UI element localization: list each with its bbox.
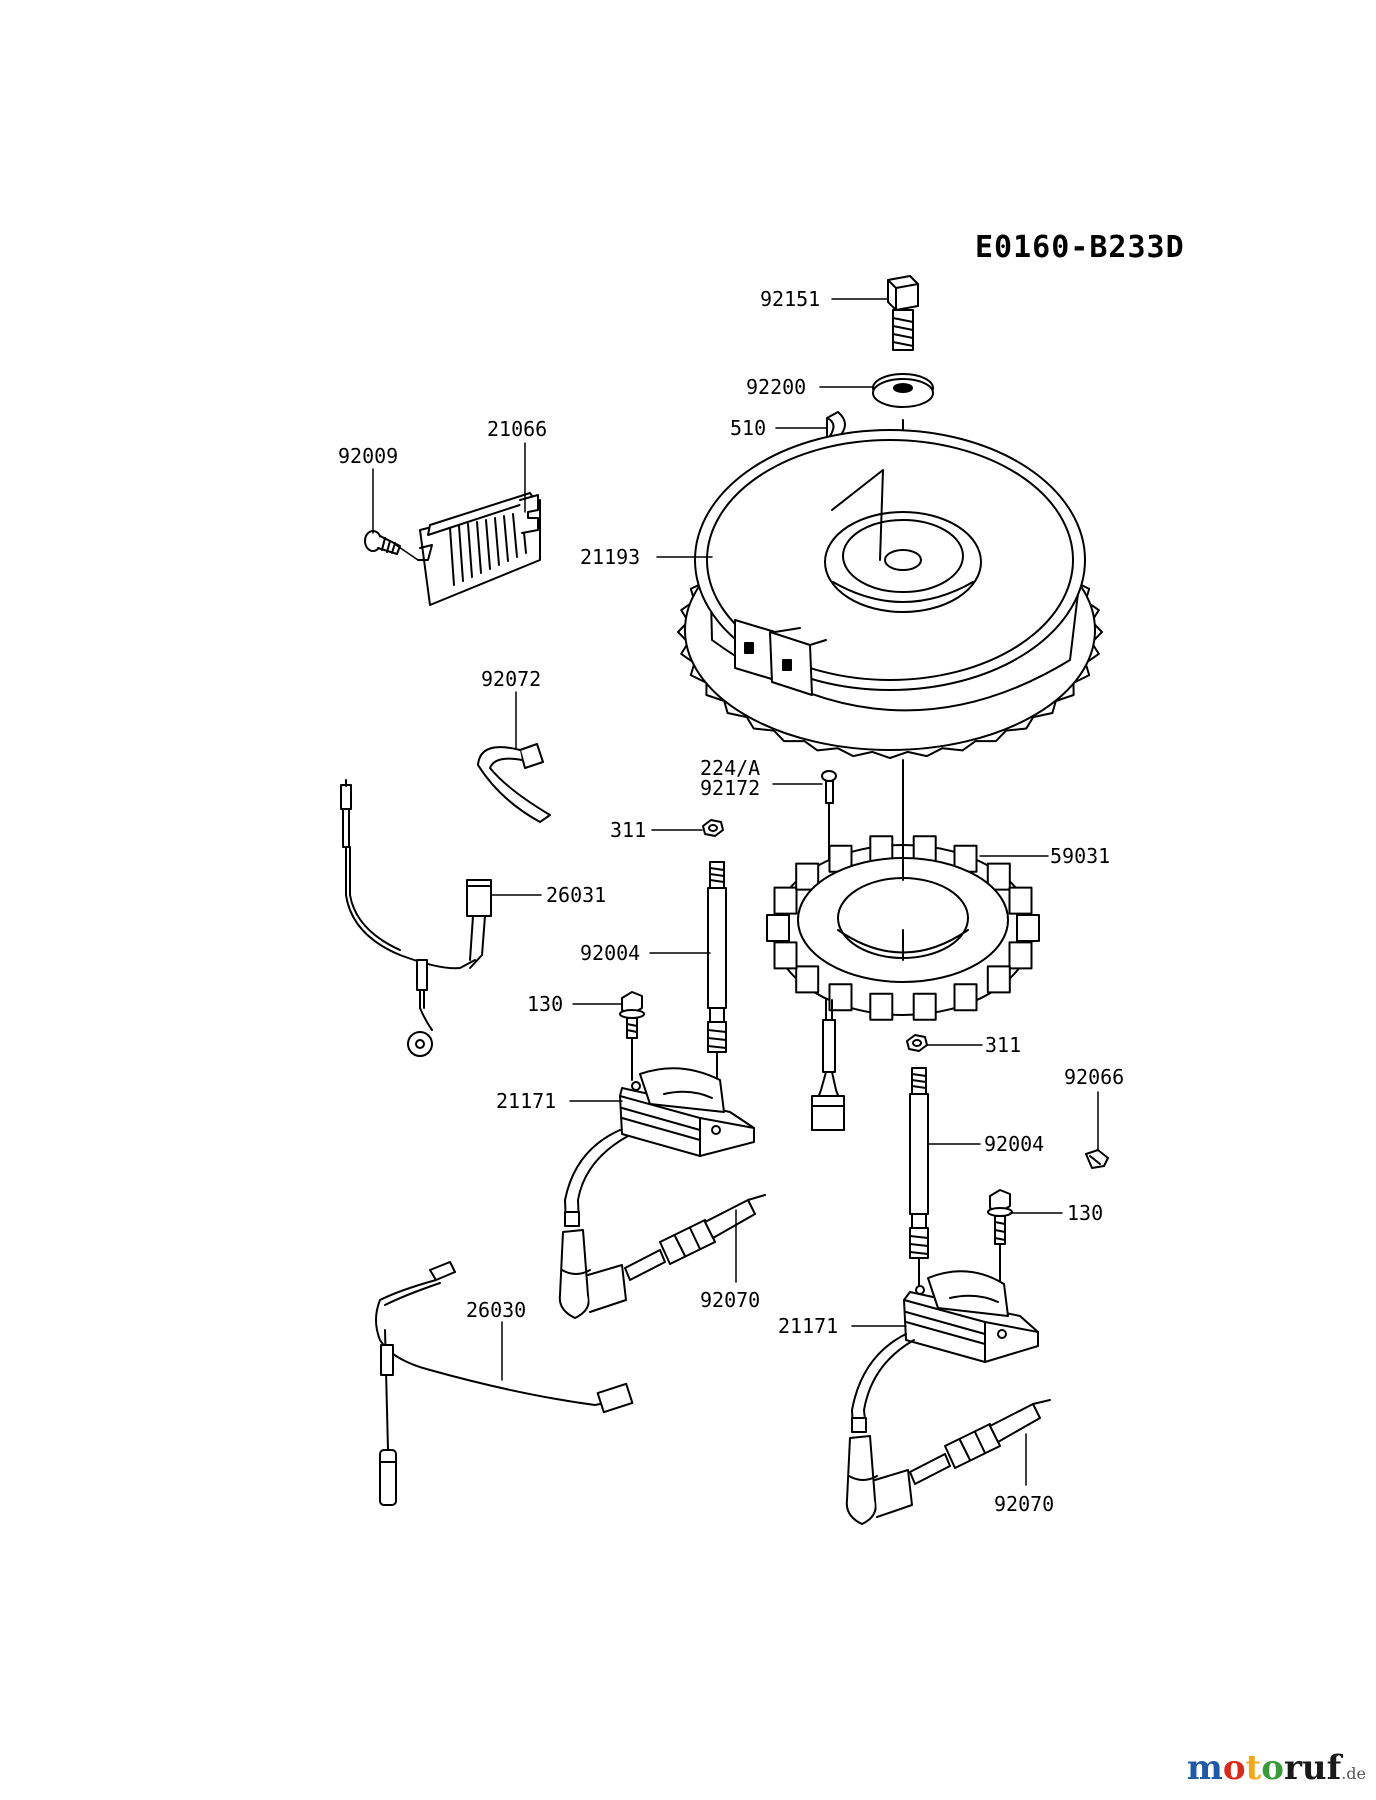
bolt-130-a <box>619 991 645 1081</box>
callout-92066: 92066 <box>1064 1065 1124 1089</box>
watermark-tld: .de <box>1341 1764 1366 1783</box>
watermark-rest: ruf <box>1283 1748 1342 1788</box>
callout-92004-b: 92004 <box>984 1132 1044 1156</box>
harness-26031 <box>340 779 492 1057</box>
watermark-part-4: o <box>1261 1748 1284 1788</box>
callout-21066: 21066 <box>487 417 547 441</box>
nut-311-b <box>906 1034 928 1052</box>
callout-26030: 26030 <box>466 1298 526 1322</box>
callout-311-b: 311 <box>985 1033 1021 1057</box>
callout-130-a: 130 <box>527 992 563 1016</box>
spark-plug-92070-a <box>624 1194 766 1281</box>
callout-21171-a: 21171 <box>496 1089 556 1113</box>
leader-lines <box>372 298 1099 1486</box>
callout-26031: 26031 <box>546 883 606 907</box>
watermark-part-3: t <box>1245 1748 1262 1788</box>
watermark-part-2: o <box>1222 1748 1246 1788</box>
callout-92070-b: 92070 <box>994 1492 1054 1516</box>
bolt-130-b <box>987 1189 1013 1311</box>
stud-92004-a <box>707 861 727 1081</box>
callout-92151: 92151 <box>760 287 820 311</box>
callout-130-b: 130 <box>1067 1201 1103 1225</box>
bolt-92151 <box>887 275 919 351</box>
spark-plug-92070-b <box>909 1399 1051 1485</box>
watermark-logo: motoruf.de <box>1187 1748 1366 1788</box>
ignition-coil-21171-a <box>558 1067 755 1319</box>
flywheel-21193 <box>677 429 1103 759</box>
regulator-21066 <box>417 492 541 606</box>
ignition-coil-21171-b <box>845 1270 1039 1525</box>
stud-92004-b <box>909 1067 929 1286</box>
plug-92066 <box>1085 1149 1109 1169</box>
callout-59031: 59031 <box>1050 844 1110 868</box>
nut-311-a <box>702 819 724 837</box>
stator-59031 <box>766 759 1040 1131</box>
callout-92070-a: 92070 <box>700 1288 760 1312</box>
callout-224a: 224/A <box>700 756 760 780</box>
callout-92004-a: 92004 <box>580 941 640 965</box>
callout-21171-b: 21171 <box>778 1314 838 1338</box>
screw-92009 <box>364 530 401 555</box>
callout-311-a: 311 <box>610 818 646 842</box>
watermark-part-1: m <box>1186 1748 1223 1788</box>
callout-21193: 21193 <box>580 545 640 569</box>
harness-26030 <box>375 1261 634 1506</box>
callout-510: 510 <box>730 416 766 440</box>
callout-92009: 92009 <box>338 444 398 468</box>
clamp-92072 <box>477 743 551 823</box>
callout-92072: 92072 <box>481 667 541 691</box>
callout-92172: 92172 <box>700 776 760 800</box>
callout-92200: 92200 <box>746 375 806 399</box>
diagram-code: E0160-B233D <box>975 230 1185 265</box>
